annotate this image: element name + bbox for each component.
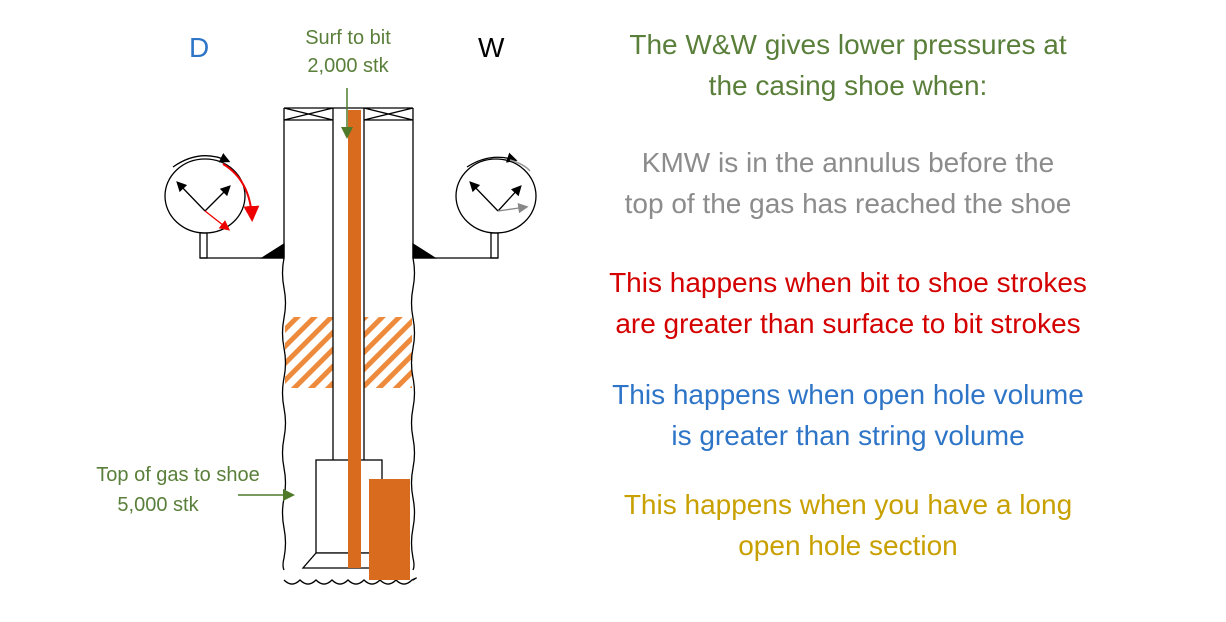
casing-pressure-gauge [412, 152, 537, 259]
drillpipe-pressure-gauge [164, 153, 285, 259]
top-of-gas-line2: 5,000 stk [117, 494, 199, 516]
point-kmw-line2: top of the gas has reached the shoe [624, 188, 1072, 219]
top-of-gas-line1: Top of gas to shoe [96, 464, 260, 486]
casing [281, 107, 417, 585]
heading: The W&W gives lower pressures at the cas… [560, 24, 1136, 106]
surf-to-bit-line1: Surf to bit [305, 27, 391, 49]
point-kmw-line1: KMW is in the annulus before the [641, 147, 1055, 178]
surf-to-bit-line2: 2,000 stk [307, 55, 389, 77]
gas-influx-hatch [285, 317, 412, 388]
kill-mud-in-string [348, 110, 361, 568]
point-volume-line1: This happens when open hole volume [612, 379, 1084, 410]
point-open-hole-line2: open hole section [738, 530, 958, 561]
point-open-hole-line1: This happens when you have a long [623, 489, 1073, 520]
method-label-wait-and-weight: W [478, 32, 505, 63]
top-of-gas-label: Top of gas to shoe 5,000 stk [80, 460, 276, 520]
method-label-driller: D [189, 32, 210, 63]
heading-line1: The W&W gives lower pressures at [629, 29, 1067, 60]
point-strokes: This happens when bit to shoe strokes ar… [560, 262, 1136, 344]
point-strokes-line1: This happens when bit to shoe strokes [609, 267, 1087, 298]
surf-to-bit-label: Surf to bit 2,000 stk [280, 24, 416, 80]
point-open-hole: This happens when you have a long open h… [560, 484, 1136, 566]
heading-line2: the casing shoe when: [708, 70, 988, 101]
point-volume: This happens when open hole volume is gr… [560, 374, 1136, 456]
point-strokes-line2: are greater than surface to bit strokes [615, 308, 1081, 339]
kill-mud-in-annulus [369, 479, 410, 580]
point-kmw: KMW is in the annulus before the top of … [560, 142, 1136, 224]
point-volume-line2: is greater than string volume [671, 420, 1025, 451]
